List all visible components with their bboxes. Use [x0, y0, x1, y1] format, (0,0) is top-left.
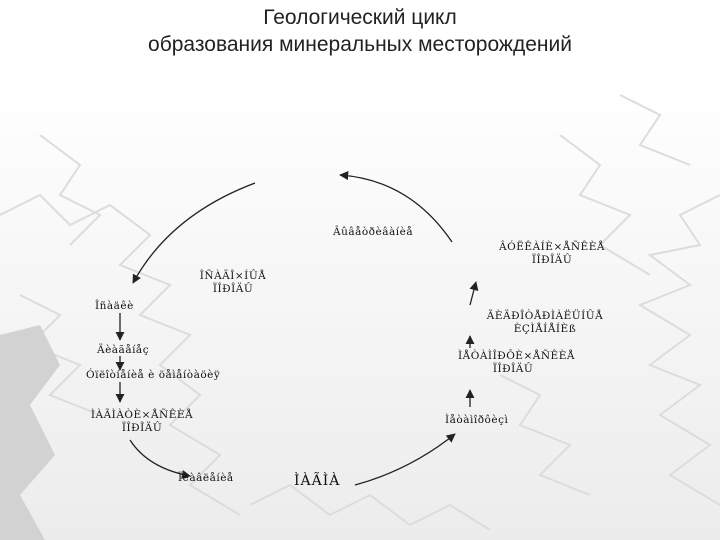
label-volcanic-line-2: ÏÎÐÎÄÛ	[531, 254, 573, 266]
label-volcanic-rocks: ÂÓËÊÀÍÈ×ÅÑÊÈÅ ÏÎÐÎÄÛ	[482, 241, 622, 267]
arc-bottom-left	[129, 439, 191, 479]
arc-bottom-right	[354, 433, 456, 486]
label-volcanic-line-1: ÂÓËÊÀÍÈ×ÅÑÊÈÅ	[499, 241, 605, 253]
label-melting: Ïëàâëåíèå	[178, 472, 234, 484]
label-weathering: Âûâåòðèâàíèå	[333, 226, 414, 238]
label-hydrothermal-line-1: ÃÈÄÐÎÒÅÐÌÀËÜÍÛÅ	[486, 310, 604, 322]
arc-top-right	[339, 171, 453, 243]
label-hydrothermal-changes: ÃÈÄÐÎÒÅÐÌÀËÜÍÛÅ ÈÇÌÅÍÅÍÈß	[470, 310, 620, 336]
label-metamorphic-line-1: ÌÅÒÀÌÎÐÔÈ×ÅÑÊÈÅ	[458, 350, 575, 362]
label-magma: ÌÀÃÌÀ	[294, 473, 341, 489]
label-sedimentary-line-2: ÏÎÐÎÄÛ	[212, 283, 254, 295]
label-sedimentary-rocks: ÎÑÀÄÎ×ÍÛÅ ÏÎÐÎÄÛ	[178, 270, 288, 296]
title-line-1: Геологический цикл	[263, 6, 457, 29]
background-texture	[0, 75, 720, 540]
label-sedimentary-line-1: ÎÑÀÄÎ×ÍÛÅ	[199, 270, 267, 282]
label-consolidation: Óïëîòíåíèå è öåìåíòàöèÿ	[86, 369, 221, 381]
label-igneous-line-1: ÌÀÃÌÀÒÈ×ÅÑÊÈÅ	[90, 409, 194, 421]
label-diagenesis: Äèàãåíåç	[97, 344, 150, 356]
label-metamorphism: Ìåòàìîðôèçì	[445, 414, 509, 426]
arc-top-left	[132, 182, 256, 284]
arrow-hydrothermal-volcanic	[469, 281, 479, 306]
slide-title: Геологический цикл образования минеральн…	[0, 4, 720, 58]
label-metamorphic-rocks: ÌÅÒÀÌÎÐÔÈ×ÅÑÊÈÅ ÏÎÐÎÄÛ	[458, 350, 575, 376]
label-igneous-rocks: ÌÀÃÌÀÒÈ×ÅÑÊÈÅ ÏÎÐÎÄÛ	[62, 409, 222, 435]
label-sediments: Îñàäêè	[95, 300, 134, 312]
label-hydrothermal-line-2: ÈÇÌÅÍÅÍÈß	[513, 323, 577, 335]
label-metamorphic-line-2: ÏÎÐÎÄÛ	[492, 363, 534, 375]
label-igneous-line-2: ÏÎÐÎÄÛ	[121, 422, 163, 434]
title-line-2: образования минеральных месторождений	[148, 33, 572, 56]
